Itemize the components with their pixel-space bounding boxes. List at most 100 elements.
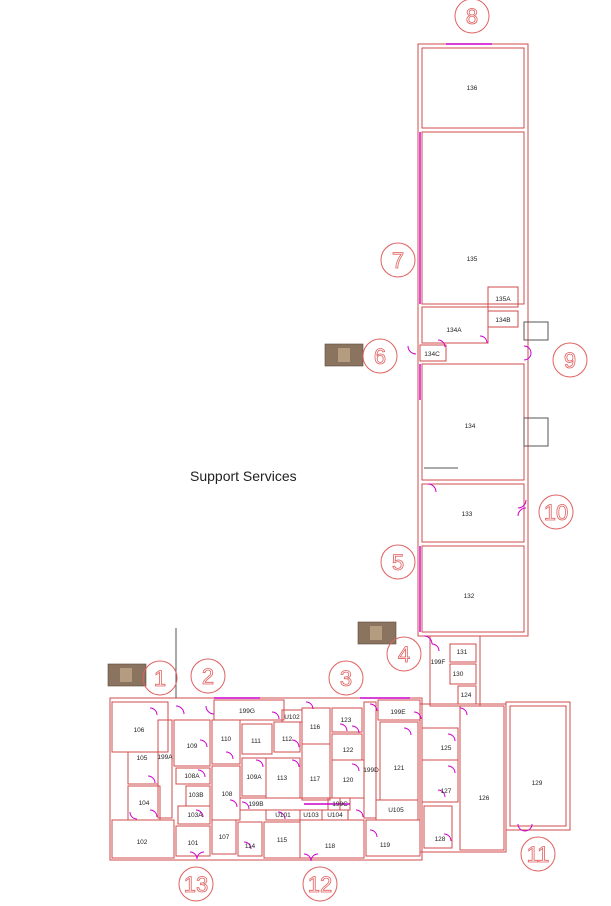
- exterior-pad-9: [523, 321, 549, 341]
- room-125[interactable]: [421, 727, 459, 761]
- marker-label-11: 11: [527, 842, 550, 867]
- door-108: [229, 799, 238, 808]
- room-136[interactable]: [421, 47, 525, 129]
- door-128: [443, 833, 452, 842]
- room-label-199d: 199D: [363, 767, 379, 774]
- door-104: [149, 809, 158, 818]
- room-label-199b: 199B: [248, 801, 263, 808]
- door-9: [523, 345, 532, 361]
- room-114[interactable]: [237, 821, 263, 857]
- door-123: [339, 723, 348, 732]
- room-119[interactable]: [365, 819, 421, 857]
- door-127: [447, 765, 456, 774]
- marker-label-2: 2: [202, 664, 214, 689]
- room-label-108a: 108A: [184, 773, 200, 780]
- room-label-u103: U103: [303, 812, 319, 819]
- room-134[interactable]: [421, 363, 525, 481]
- room-label-107: 107: [219, 834, 230, 841]
- room-label-122: 122: [343, 747, 354, 754]
- corridor-199a[interactable]: [157, 719, 173, 819]
- room-label-u102: U102: [284, 714, 300, 721]
- room-135a[interactable]: [487, 286, 519, 308]
- marker-circle-8[interactable]: [454, 0, 490, 34]
- marker-circle-13[interactable]: [178, 866, 214, 902]
- marker-circle-6[interactable]: [362, 338, 398, 374]
- marker-circle-3[interactable]: [328, 660, 364, 696]
- room-121[interactable]: [379, 721, 419, 801]
- room-label-108: 108: [222, 791, 233, 798]
- room-label-132: 132: [464, 593, 475, 600]
- door-2: [205, 705, 215, 715]
- room-108a[interactable]: [175, 767, 211, 785]
- door-199d: [369, 703, 378, 712]
- door-4: [423, 635, 433, 645]
- door-116: [305, 701, 314, 710]
- room-134c[interactable]: [419, 344, 447, 362]
- room-123[interactable]: [331, 707, 363, 733]
- marker-circle-9[interactable]: [552, 342, 588, 378]
- marker-circle-10[interactable]: [538, 494, 574, 530]
- room-135[interactable]: [421, 131, 525, 305]
- room-label-130: 130: [453, 671, 464, 678]
- room-label-106: 106: [134, 727, 145, 734]
- room-109[interactable]: [173, 719, 211, 767]
- door-105: [147, 775, 156, 784]
- room-label-118: 118: [325, 843, 336, 850]
- room-102[interactable]: [111, 819, 175, 859]
- room-label-134a: 134A: [446, 327, 462, 334]
- markers: 8 7 6 9 10 5 4 1 2 3 11 13 12: [142, 0, 588, 902]
- room-label-103a: 103A: [187, 812, 203, 819]
- marker-circle-4[interactable]: [386, 636, 422, 672]
- door-120: [351, 763, 360, 772]
- corridor-199d[interactable]: [363, 701, 377, 819]
- marker-circle-11[interactable]: [520, 836, 556, 872]
- room-label-116: 116: [310, 724, 321, 731]
- room-134a[interactable]: [421, 306, 489, 344]
- room-label-109a: 109A: [246, 774, 262, 781]
- room-label-114: 114: [245, 843, 256, 850]
- door-12: [303, 853, 319, 862]
- marker-circle-12[interactable]: [302, 866, 338, 902]
- room-126[interactable]: [459, 705, 505, 851]
- door-13: [189, 851, 205, 860]
- marker-label-12: 12: [308, 872, 332, 897]
- room-132[interactable]: [421, 545, 525, 633]
- marker-label-3: 3: [340, 666, 352, 691]
- room-128[interactable]: [423, 805, 453, 849]
- room-117[interactable]: [301, 743, 331, 801]
- north-wing-outline: [417, 43, 529, 637]
- room-127[interactable]: [421, 759, 459, 803]
- room-label-124: 124: [461, 692, 472, 699]
- door-134c: [437, 339, 446, 348]
- room-130[interactable]: [449, 663, 477, 685]
- room-label-199f: 199F: [431, 659, 446, 666]
- room-129[interactable]: [505, 701, 571, 831]
- marker-circle-2[interactable]: [190, 658, 226, 694]
- room-101[interactable]: [175, 825, 211, 857]
- camera-icon-4-detail: [370, 626, 382, 640]
- marker-circle-5[interactable]: [380, 544, 416, 580]
- room-118[interactable]: [299, 819, 365, 859]
- marker-label-13: 13: [184, 872, 208, 897]
- marker-circle-7[interactable]: [380, 242, 416, 278]
- room-label-113: 113: [277, 775, 288, 782]
- room-133[interactable]: [421, 483, 525, 543]
- door-134a: [479, 335, 488, 344]
- room-103a[interactable]: [177, 805, 211, 825]
- door-199b: [241, 801, 250, 810]
- room-label-199a: 199A: [157, 754, 173, 761]
- room-label-126: 126: [479, 795, 490, 802]
- room-label-134c: 134C: [424, 351, 440, 358]
- door-110: [225, 751, 234, 760]
- room-131[interactable]: [449, 643, 477, 663]
- room-label-121: 121: [394, 765, 405, 772]
- room-label-123: 123: [341, 717, 352, 724]
- building-section-caption: Support Services: [190, 468, 297, 484]
- corridor-199e[interactable]: [377, 699, 421, 721]
- room-111[interactable]: [241, 723, 273, 755]
- room-labels: 136 135 135A 134B 134A 134C 134 133 132 …: [134, 85, 543, 850]
- room-108[interactable]: [211, 765, 241, 821]
- room-label-136: 136: [467, 85, 478, 92]
- room-label-111: 111: [251, 738, 261, 745]
- marker-circle-1[interactable]: [142, 660, 178, 696]
